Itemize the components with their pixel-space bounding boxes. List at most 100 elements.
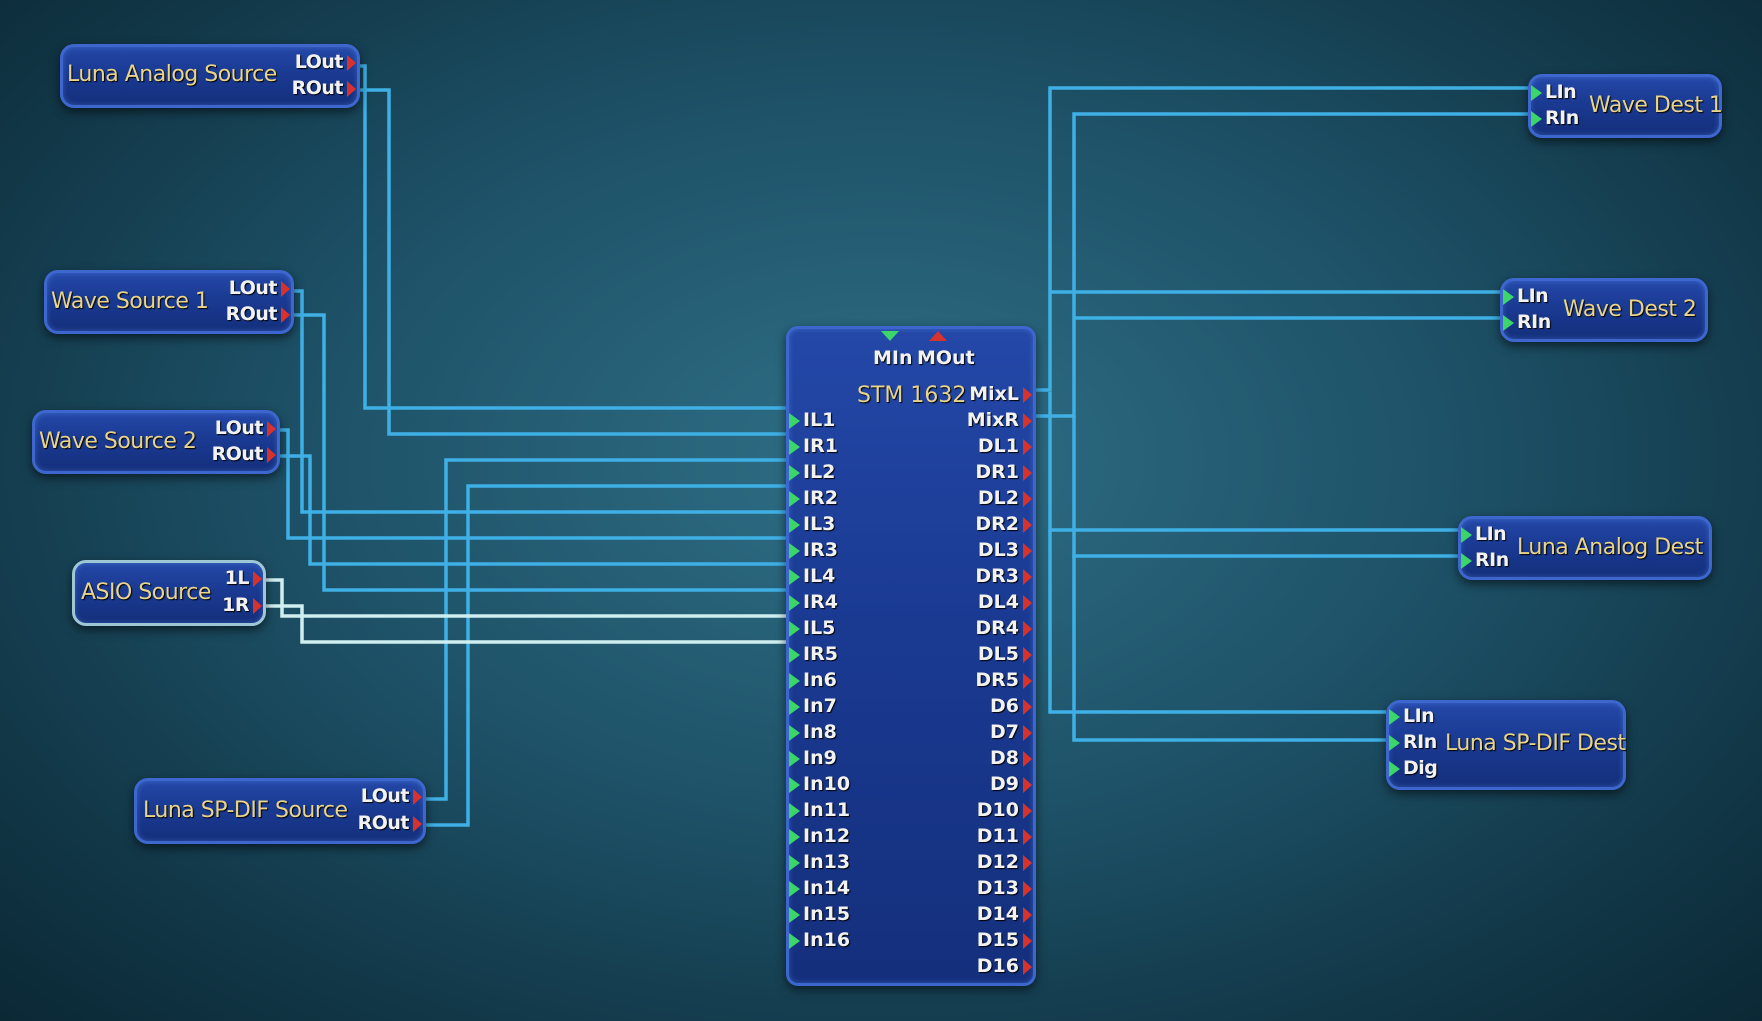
input-arrow-icon[interactable] <box>789 621 800 637</box>
mixer-input-in8[interactable]: In8 <box>803 721 837 743</box>
output-arrow-icon[interactable] <box>1023 751 1032 767</box>
port-lout[interactable]: LOut <box>294 51 344 73</box>
mixer-min-arrow-icon[interactable] <box>881 331 899 341</box>
input-arrow-icon[interactable] <box>789 491 800 507</box>
output-arrow-icon[interactable] <box>1023 881 1032 897</box>
mixer-output-mixl[interactable]: MixL <box>969 383 1019 405</box>
port-rout[interactable]: ROut <box>211 443 264 465</box>
luna-spdif-dest-module[interactable]: LIn RIn Dig Luna SP-DIF Dest <box>1386 700 1626 790</box>
output-arrow-icon[interactable] <box>1023 543 1032 559</box>
mixer-input-in9[interactable]: In9 <box>803 747 837 769</box>
output-arrow-icon[interactable] <box>1023 439 1032 455</box>
output-arrow-icon[interactable] <box>1023 673 1032 689</box>
wave-dest-2-module[interactable]: LIn RIn Wave Dest 2 <box>1500 278 1708 342</box>
input-arrow-icon[interactable] <box>1531 85 1542 101</box>
mixer-output-dr2[interactable]: DR2 <box>975 513 1019 535</box>
mixer-input-il1[interactable]: IL1 <box>803 409 836 431</box>
input-arrow-icon[interactable] <box>1531 111 1542 127</box>
output-arrow-icon[interactable] <box>267 447 276 463</box>
mixer-output-dr3[interactable]: DR3 <box>975 565 1019 587</box>
output-arrow-icon[interactable] <box>1023 595 1032 611</box>
port-1r[interactable]: 1R <box>222 594 249 616</box>
mixer-output-d16[interactable]: D16 <box>976 955 1019 977</box>
output-arrow-icon[interactable] <box>281 307 290 323</box>
input-arrow-icon[interactable] <box>1503 315 1514 331</box>
input-arrow-icon[interactable] <box>1389 761 1400 777</box>
output-arrow-icon[interactable] <box>1023 569 1032 585</box>
luna-analog-dest-module[interactable]: LIn RIn Luna Analog Dest <box>1458 516 1712 580</box>
output-arrow-icon[interactable] <box>347 81 356 97</box>
output-arrow-icon[interactable] <box>1023 621 1032 637</box>
mixer-input-ir1[interactable]: IR1 <box>803 435 838 457</box>
mixer-input-ir2[interactable]: IR2 <box>803 487 838 509</box>
input-arrow-icon[interactable] <box>1389 735 1400 751</box>
mixer-input-in11[interactable]: In11 <box>803 799 851 821</box>
port-1l[interactable]: 1L <box>224 567 250 589</box>
mixer-input-ir4[interactable]: IR4 <box>803 591 838 613</box>
input-arrow-icon[interactable] <box>789 439 800 455</box>
output-arrow-icon[interactable] <box>413 816 422 832</box>
port-lout[interactable]: LOut <box>228 277 278 299</box>
output-arrow-icon[interactable] <box>1023 855 1032 871</box>
mixer-input-in6[interactable]: In6 <box>803 669 837 691</box>
input-arrow-icon[interactable] <box>789 855 800 871</box>
input-arrow-icon[interactable] <box>789 699 800 715</box>
output-arrow-icon[interactable] <box>1023 829 1032 845</box>
mixer-output-mixr[interactable]: MixR <box>966 409 1019 431</box>
mixer-output-d12[interactable]: D12 <box>976 851 1019 873</box>
mixer-output-dr5[interactable]: DR5 <box>975 669 1019 691</box>
output-arrow-icon[interactable] <box>1023 387 1032 403</box>
input-arrow-icon[interactable] <box>789 595 800 611</box>
input-arrow-icon[interactable] <box>789 803 800 819</box>
port-rout[interactable]: ROut <box>291 77 344 99</box>
output-arrow-icon[interactable] <box>1023 517 1032 533</box>
mixer-output-d13[interactable]: D13 <box>976 877 1019 899</box>
mixer-input-il5[interactable]: IL5 <box>803 617 836 639</box>
mixer-input-ir3[interactable]: IR3 <box>803 539 838 561</box>
output-arrow-icon[interactable] <box>267 421 276 437</box>
output-arrow-icon[interactable] <box>1023 933 1032 949</box>
mixer-input-in14[interactable]: In14 <box>803 877 851 899</box>
mixer-input-in7[interactable]: In7 <box>803 695 837 717</box>
input-arrow-icon[interactable] <box>789 543 800 559</box>
input-arrow-icon[interactable] <box>789 881 800 897</box>
input-arrow-icon[interactable] <box>1461 527 1472 543</box>
input-arrow-icon[interactable] <box>789 933 800 949</box>
mixer-output-dl2[interactable]: DL2 <box>977 487 1019 509</box>
output-arrow-icon[interactable] <box>1023 777 1032 793</box>
mixer-output-d7[interactable]: D7 <box>990 721 1019 743</box>
port-rin[interactable]: RIn <box>1517 311 1551 333</box>
mixer-output-dl1[interactable]: DL1 <box>977 435 1019 457</box>
asio-source-module[interactable]: ASIO Source 1L 1R <box>72 560 266 626</box>
input-arrow-icon[interactable] <box>789 777 800 793</box>
mixer-output-dr4[interactable]: DR4 <box>975 617 1019 639</box>
mixer-output-d8[interactable]: D8 <box>990 747 1019 769</box>
port-lout[interactable]: LOut <box>360 785 410 807</box>
luna-spdif-source-module[interactable]: Luna SP-DIF Source LOut ROut <box>134 778 426 844</box>
port-rin[interactable]: RIn <box>1545 107 1579 129</box>
port-rout[interactable]: ROut <box>225 303 278 325</box>
output-arrow-icon[interactable] <box>1023 803 1032 819</box>
output-arrow-icon[interactable] <box>1023 959 1032 975</box>
output-arrow-icon[interactable] <box>281 281 290 297</box>
wave-source-1-module[interactable]: Wave Source 1 LOut ROut <box>44 270 294 334</box>
luna-analog-source-module[interactable]: Luna Analog Source LOut ROut <box>60 44 360 108</box>
input-arrow-icon[interactable] <box>789 907 800 923</box>
mixer-input-in16[interactable]: In16 <box>803 929 851 951</box>
mixer-mout-arrow-icon[interactable] <box>929 331 947 341</box>
port-rout[interactable]: ROut <box>357 812 410 834</box>
output-arrow-icon[interactable] <box>1023 699 1032 715</box>
input-arrow-icon[interactable] <box>789 673 800 689</box>
mixer-output-d11[interactable]: D11 <box>976 825 1019 847</box>
output-arrow-icon[interactable] <box>253 598 262 614</box>
output-arrow-icon[interactable] <box>253 571 262 587</box>
port-dig[interactable]: Dig <box>1403 757 1438 779</box>
port-rin[interactable]: RIn <box>1475 549 1509 571</box>
mixer-output-d10[interactable]: D10 <box>976 799 1019 821</box>
mixer-output-dl4[interactable]: DL4 <box>977 591 1019 613</box>
input-arrow-icon[interactable] <box>789 647 800 663</box>
mixer-output-d15[interactable]: D15 <box>976 929 1019 951</box>
output-arrow-icon[interactable] <box>1023 725 1032 741</box>
mixer-output-dl5[interactable]: DL5 <box>977 643 1019 665</box>
output-arrow-icon[interactable] <box>1023 907 1032 923</box>
